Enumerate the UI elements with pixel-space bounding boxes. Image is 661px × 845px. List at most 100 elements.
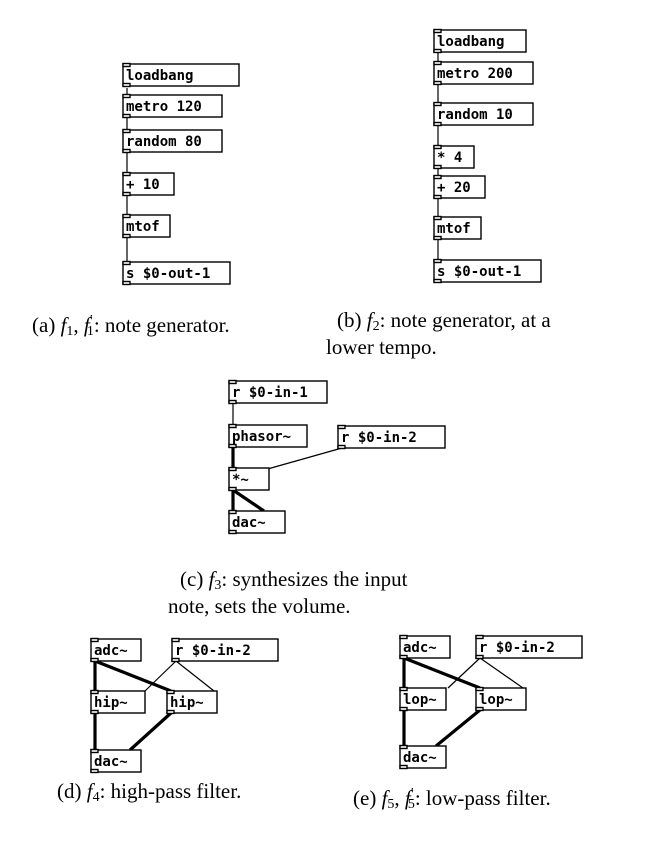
pd-port — [399, 744, 408, 750]
pd-object-box — [433, 61, 534, 85]
pd-object-b-metro-200: metro 200 — [433, 60, 534, 86]
pd-port — [228, 443, 237, 449]
pd-object-b-s-out-1: s $0-out-1 — [433, 258, 542, 284]
pd-object-box — [122, 261, 231, 285]
pd-object-label: + 10 — [126, 177, 160, 193]
pd-port — [433, 194, 442, 200]
pd-port — [399, 654, 408, 660]
pd-port — [433, 278, 442, 284]
pd-object-label: adc~ — [403, 640, 437, 656]
pd-port — [122, 260, 131, 266]
pd-object-label: loadbang — [437, 34, 504, 50]
pd-object-box — [228, 424, 308, 448]
pd-port — [433, 215, 442, 221]
pd-object-box — [228, 467, 270, 491]
pd-object-b-random-10: random 10 — [433, 101, 534, 127]
pd-port — [122, 213, 131, 219]
pd-object-box — [433, 216, 482, 240]
pd-port — [90, 637, 99, 643]
pd-object-box — [475, 687, 527, 711]
pd-object-box — [122, 63, 240, 87]
pd-port — [433, 235, 442, 241]
pd-port — [433, 258, 442, 264]
pd-port — [433, 28, 442, 34]
pd-object-c-r-in-2: r $0-in-2 — [337, 424, 446, 450]
pd-object-e-lop: lop~ — [399, 686, 447, 712]
pd-object-label: loadbang — [126, 68, 193, 84]
pd-object-box — [90, 749, 142, 773]
pd-object-label: dac~ — [232, 515, 266, 531]
pd-object-b-20: + 20 — [433, 174, 486, 200]
pd-port — [337, 424, 346, 430]
pd-port — [475, 654, 484, 660]
pd-port — [433, 48, 442, 54]
pd-port — [122, 128, 131, 134]
pd-port — [122, 280, 131, 286]
pd-port — [122, 62, 131, 68]
pd-port — [228, 486, 237, 492]
pd-object-box — [90, 638, 142, 662]
pd-object-label: r $0-in-2 — [479, 640, 555, 656]
pd-object-a-mtof: mtof — [122, 213, 171, 239]
pd-port — [90, 689, 99, 695]
pd-port — [228, 399, 237, 405]
pd-object-label: *~ — [232, 472, 249, 488]
caption-d: (d) f4: high-pass filter. — [57, 779, 242, 805]
pd-object-d-r-in-2: r $0-in-2 — [171, 637, 279, 663]
pd-object-box — [433, 145, 475, 169]
pd-object-d-dac: dac~ — [90, 748, 142, 774]
pd-object-c-op: *~ — [228, 466, 270, 492]
pd-port — [475, 686, 484, 692]
pd-object-label: r $0-in-2 — [175, 643, 251, 659]
caption-c: (c) f3: synthesizes the input — [180, 567, 408, 593]
pd-port — [433, 101, 442, 107]
pd-port — [399, 764, 408, 770]
pd-port — [475, 706, 484, 712]
pd-object-label: mtof — [126, 219, 160, 235]
pd-object-a-loadbang: loadbang — [122, 62, 240, 88]
caption-b-line2: lower tempo. — [326, 335, 437, 359]
pd-object-b-mtof: mtof — [433, 215, 482, 241]
pd-object-box — [433, 175, 486, 199]
pd-port — [399, 706, 408, 712]
pd-object-box — [433, 102, 534, 126]
caption-a: (a) f1, f′1: note generator. — [32, 313, 230, 339]
pd-object-c-r-in-1: r $0-in-1 — [228, 379, 328, 405]
pd-port — [337, 444, 346, 450]
patch-objects: loadbang metro 120 random 80 + 10 mtof s $0-o… — [90, 28, 583, 774]
pd-object-d-hip: hip~ — [90, 689, 146, 715]
pd-object-b-4: * 4 — [433, 144, 475, 170]
pd-object-label: random 80 — [126, 134, 202, 150]
pd-object-box — [399, 635, 451, 659]
pd-port — [475, 634, 484, 640]
pd-object-e-adc: adc~ — [399, 634, 451, 660]
pd-object-b-loadbang: loadbang — [433, 28, 527, 54]
pd-object-label: mtof — [437, 221, 471, 237]
pd-object-a-random-80: random 80 — [122, 128, 223, 154]
pd-object-box — [228, 380, 328, 404]
pd-port — [433, 164, 442, 170]
pd-object-box — [433, 259, 542, 283]
pd-port — [228, 509, 237, 515]
pd-object-label: metro 200 — [437, 66, 513, 82]
pd-object-box — [90, 690, 146, 714]
pd-port — [228, 379, 237, 385]
pd-port — [171, 657, 180, 663]
pd-object-e-lop: lop~ — [475, 686, 527, 712]
pd-object-label: + 20 — [437, 180, 471, 196]
pd-object-label: s $0-out-1 — [437, 264, 521, 280]
pd-object-label: adc~ — [94, 643, 128, 659]
pd-object-box — [228, 510, 286, 534]
pd-object-c-phasor: phasor~ — [228, 423, 308, 449]
pd-object-label: metro 120 — [126, 99, 202, 115]
pd-object-label: dac~ — [94, 754, 128, 770]
pd-port — [122, 233, 131, 239]
pd-object-label: hip~ — [94, 695, 128, 711]
pd-port — [122, 93, 131, 99]
pd-object-label: random 10 — [437, 107, 513, 123]
pd-port — [399, 686, 408, 692]
caption-c-line2: note, sets the volume. — [168, 594, 351, 618]
pd-object-label: s $0-out-1 — [126, 266, 210, 282]
pd-object-box — [337, 425, 446, 449]
pd-object-d-adc: adc~ — [90, 637, 142, 663]
